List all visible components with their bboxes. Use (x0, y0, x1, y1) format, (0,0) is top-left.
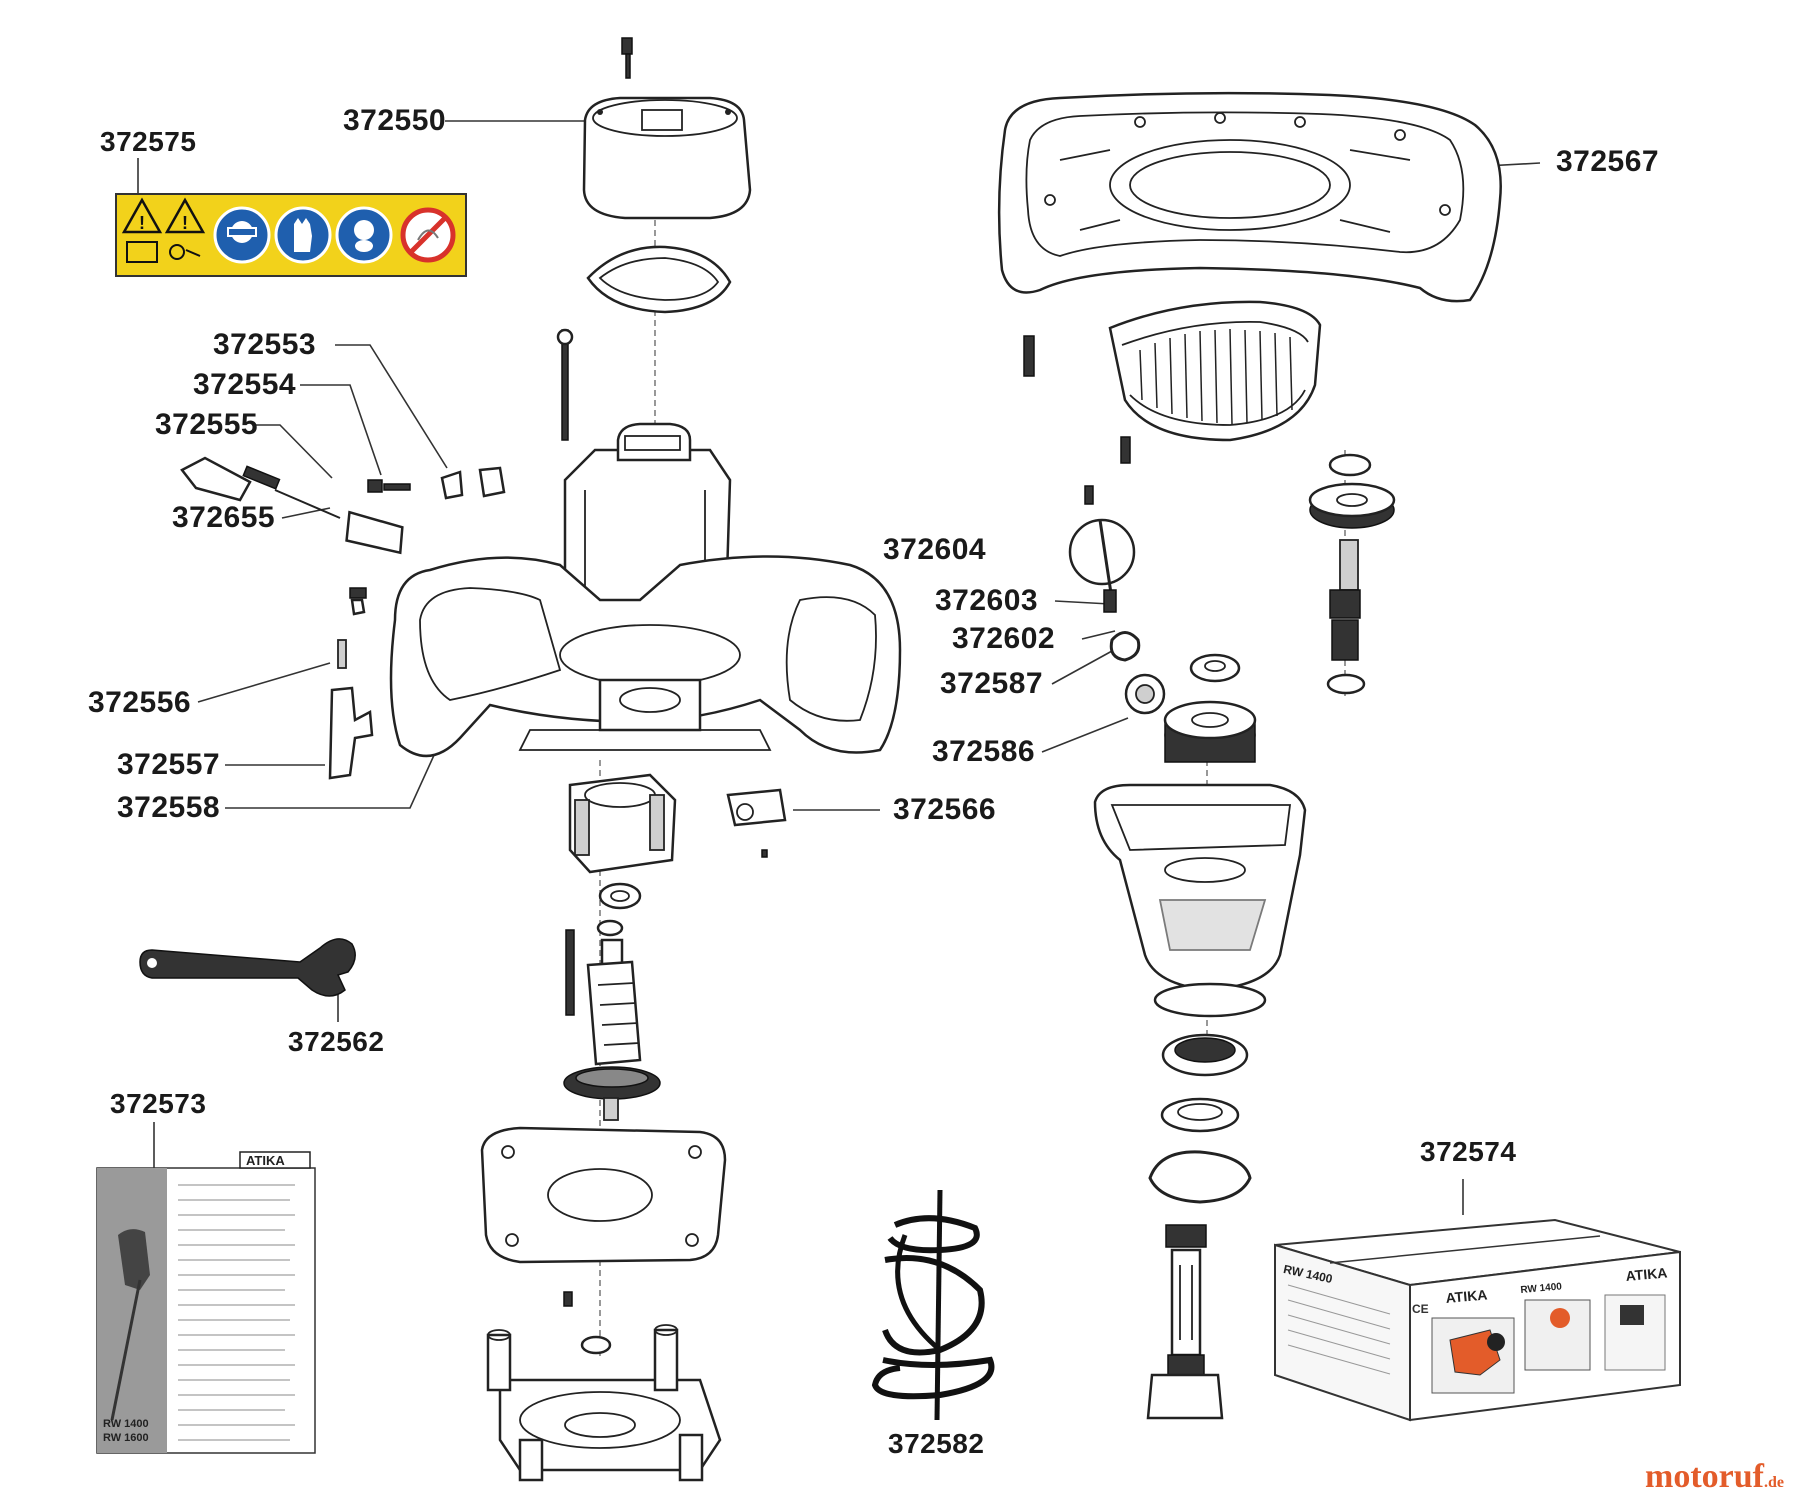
watermark-tld: .de (1763, 1474, 1784, 1491)
part-number-372586: 372586 (932, 735, 1036, 768)
part-number-372573: 372573 (110, 1088, 207, 1119)
part-armature (563, 882, 661, 1121)
part-number-372557: 372557 (117, 748, 221, 781)
part-number-372655: 372655 (172, 501, 276, 534)
part-number-372582: 372582 (888, 1428, 985, 1459)
part-number-372603: 372603 (935, 584, 1039, 617)
svg-text:CE: CE (1412, 1302, 1429, 1316)
safety-label-sticker: ! ! (115, 193, 467, 277)
part-mixing-paddle (871, 1189, 995, 1421)
part-end-cap (582, 37, 752, 314)
part-number-372550: 372550 (343, 104, 447, 137)
motoruf-watermark: motoruf.de (1645, 1458, 1784, 1496)
part-power-cord-assembly (180, 456, 506, 555)
warning-triangle-icon: ! (164, 197, 206, 260)
part-number-372566: 372566 (893, 793, 997, 826)
face-protection-icon (213, 206, 271, 264)
part-stator (568, 773, 787, 874)
gloves-icon (274, 206, 332, 264)
part-gear-train (1068, 453, 1396, 763)
part-switch-assembly (328, 587, 374, 780)
svg-text:!: ! (139, 213, 145, 233)
part-number-372553: 372553 (213, 328, 317, 361)
no-symbol-icon (400, 207, 456, 263)
part-number-372558: 372558 (117, 791, 221, 824)
part-number-372567: 372567 (1556, 145, 1660, 178)
mask-icon (335, 206, 393, 264)
part-number-372575: 372575 (100, 126, 197, 157)
part-number-372574: 372574 (1420, 1136, 1517, 1167)
part-operating-manual (96, 1151, 316, 1454)
manual-model-b: RW 1600 (103, 1432, 149, 1444)
svg-text:!: ! (182, 213, 188, 233)
part-upper-housing (997, 91, 1502, 464)
part-number-372562: 372562 (288, 1026, 385, 1057)
part-number-372602: 372602 (952, 622, 1056, 655)
part-number-372604: 372604 (883, 533, 987, 566)
part-number-372587: 372587 (940, 667, 1044, 700)
watermark-name: motoruf (1645, 1458, 1764, 1495)
part-gear-cover (480, 1126, 727, 1355)
part-number-372555: 372555 (155, 408, 259, 441)
part-number-372554: 372554 (193, 368, 297, 401)
part-gear-housing (486, 1324, 722, 1482)
part-packaging-box: CE (1274, 1218, 1681, 1422)
warning-triangle-icon: ! (121, 197, 163, 263)
manual-brand: ATIKA (246, 1153, 285, 1168)
part-wrench (139, 938, 356, 997)
part-number-372556: 372556 (88, 686, 192, 719)
part-motor-housing (389, 328, 902, 758)
manual-model-a: RW 1400 (103, 1418, 149, 1430)
part-lower-gearbox (1093, 783, 1307, 1420)
